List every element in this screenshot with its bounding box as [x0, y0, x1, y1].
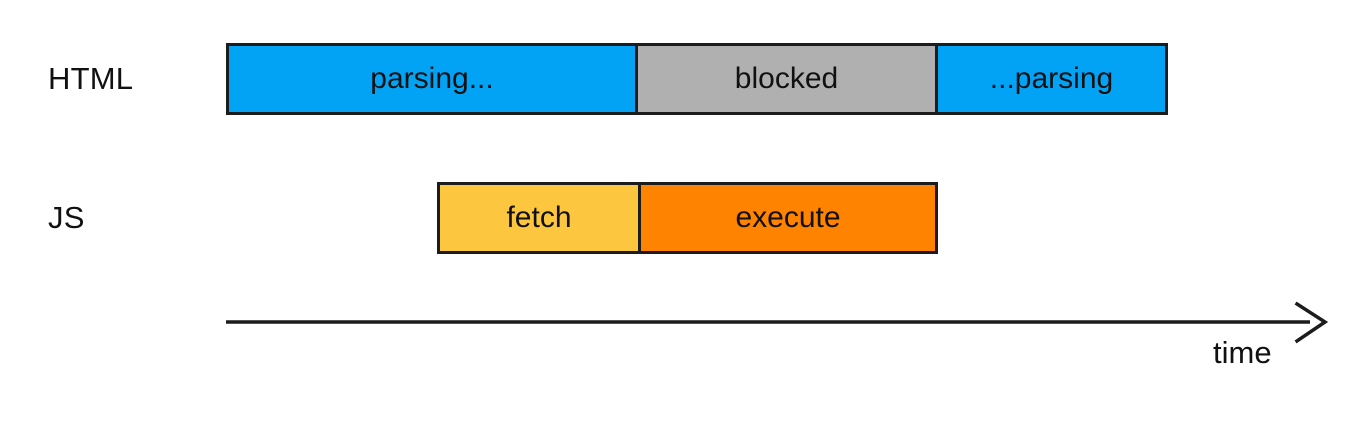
row-label-js: JS: [48, 200, 85, 235]
segment-html-parsing: parsing...: [226, 43, 638, 115]
segment-html-parsing-resume: ...parsing: [935, 43, 1168, 115]
segment-js-execute: execute: [638, 182, 938, 254]
segment-html-blocked: blocked: [635, 43, 938, 115]
time-axis-label: time: [1213, 335, 1272, 370]
timeline-bar-js: fetch execute: [437, 182, 938, 254]
time-axis-arrow: [226, 301, 1329, 344]
time-axis-arrowhead: [1294, 301, 1329, 344]
row-label-html: HTML: [48, 61, 134, 96]
segment-js-fetch: fetch: [437, 182, 641, 254]
timeline-bar-html: parsing... blocked ...parsing: [226, 43, 1168, 115]
